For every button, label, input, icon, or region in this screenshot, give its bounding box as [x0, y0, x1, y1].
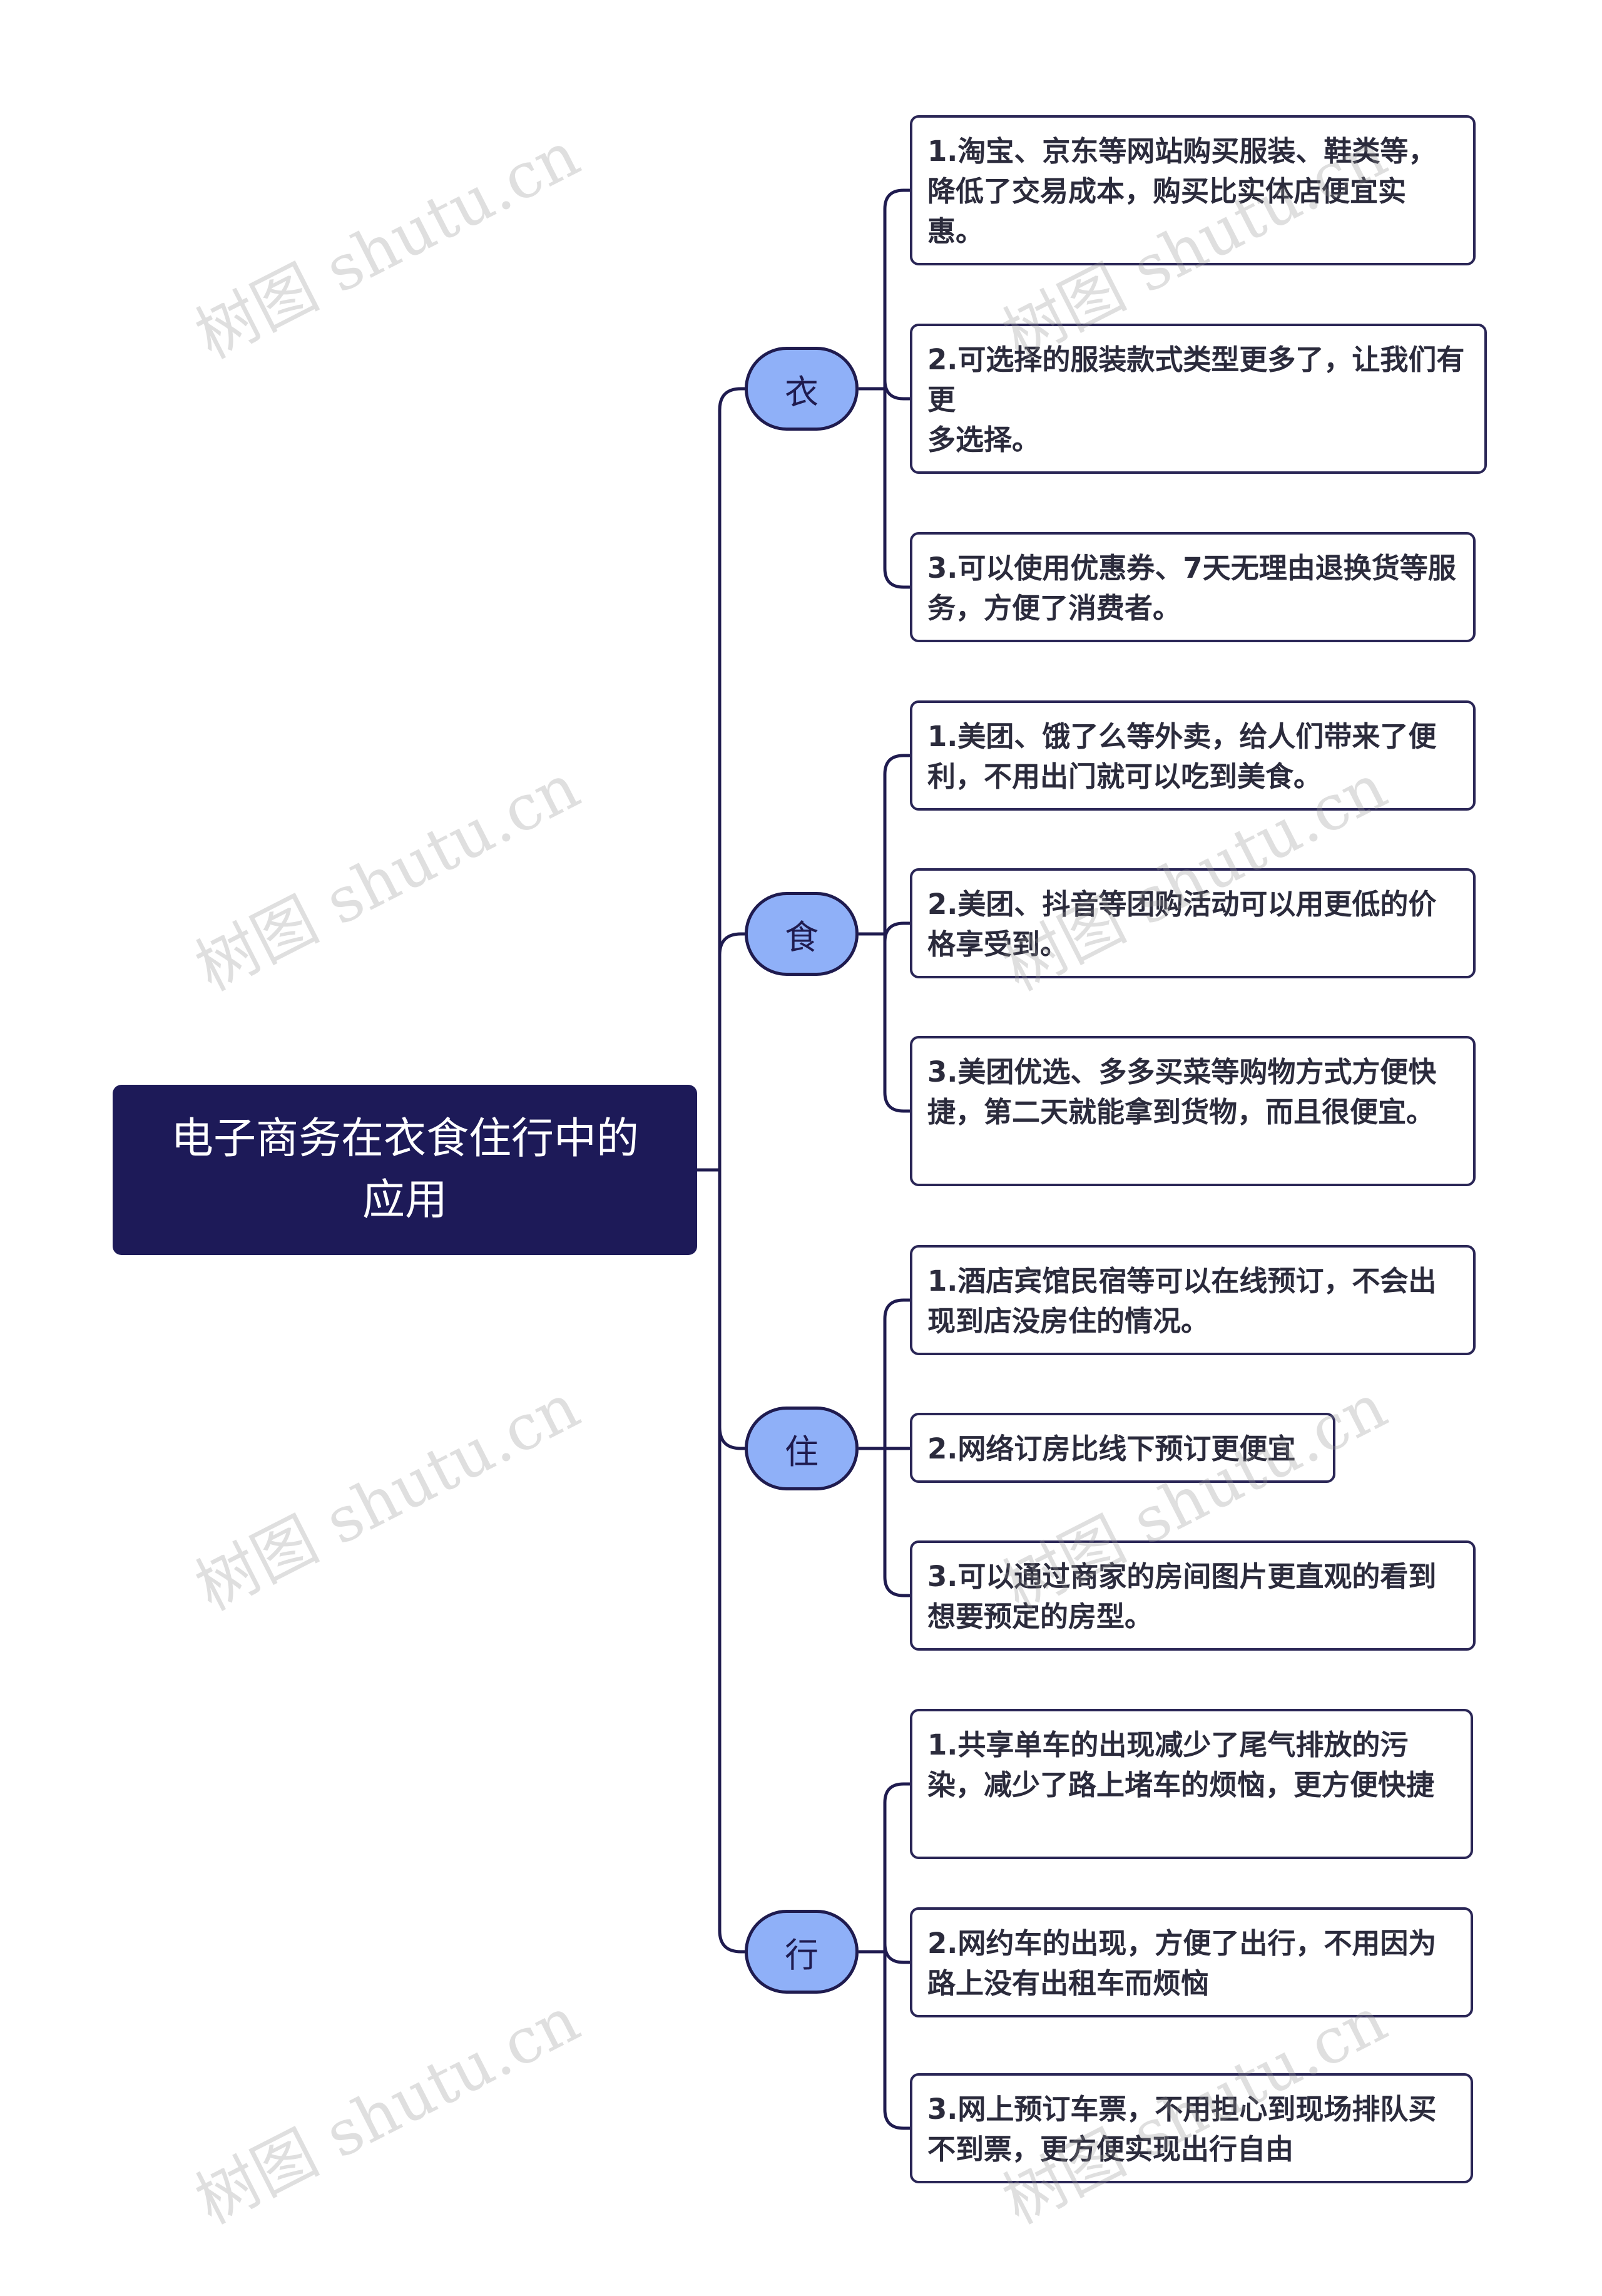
branch-label: 食 [785, 917, 819, 957]
branch-node-clothing[interactable]: 衣 [745, 347, 859, 431]
leaf-node[interactable]: 3.美团优选、多多买菜等购物方式方便快捷，第二天就能拿到货物，而且很便宜。 [910, 1036, 1476, 1186]
branch-to-leaf-connector [859, 379, 910, 401]
leaf-node[interactable]: 2.可选择的服装款式类型更多了，让我们有更 多选择。 [910, 324, 1487, 474]
branch-label: 衣 [785, 372, 819, 412]
leaf-node[interactable]: 1.酒店宾馆民宿等可以在线预订，不会出现到店没房住的情况。 [910, 1245, 1476, 1355]
branch-label: 住 [785, 1432, 819, 1472]
branch-node-housing[interactable]: 住 [745, 1407, 859, 1490]
branch-to-leaf-connector [859, 387, 910, 589]
root-title: 电子商务在衣食住行中的 应用 [170, 1114, 639, 1225]
leaf-node[interactable]: 3.可以通过商家的房间图片更直观的看到想要预定的房型。 [910, 1540, 1476, 1651]
root-to-branch-connector [697, 387, 745, 1172]
branch-to-leaf-connector [859, 1447, 910, 1597]
root-to-branch-connector [697, 932, 745, 1172]
branch-to-leaf-connector [859, 1943, 910, 1964]
branch-node-food[interactable]: 食 [745, 892, 859, 976]
root-to-branch-connector [697, 1168, 745, 1954]
leaf-node[interactable]: 1.淘宝、京东等网站购买服装、鞋类等，降低了交易成本，购买比实体店便宜实惠。 [910, 115, 1476, 265]
leaf-node[interactable]: 1.共享单车的出现减少了尾气排放的污染，减少了路上堵车的烦恼，更方便快捷 [910, 1709, 1473, 1859]
leaf-node[interactable]: 2.网约车的出现，方便了出行，不用因为路上没有出租车而烦恼 [910, 1907, 1473, 2017]
leaf-node[interactable]: 2.网络订房比线下预订更便宜 [910, 1413, 1335, 1483]
branch-to-leaf-connector [859, 1782, 910, 1954]
branch-to-leaf-connector [859, 1298, 910, 1450]
branch-to-leaf-connector [859, 932, 910, 1113]
root-node[interactable]: 电子商务在衣食住行中的 应用 [113, 1085, 697, 1255]
branch-to-leaf-connector [859, 1950, 910, 2130]
leaf-node[interactable]: 1.美团、饿了么等外卖，给人们带来了便利，不用出门就可以吃到美食。 [910, 700, 1476, 811]
branch-node-travel[interactable]: 行 [745, 1910, 859, 1994]
branch-to-leaf-connector [859, 754, 910, 936]
branch-label: 行 [785, 1935, 819, 1975]
leaf-node[interactable]: 3.网上预订车票，不用担心到现场排队买不到票，更方便实现出行自由 [910, 2073, 1473, 2183]
leaf-node[interactable]: 2.美团、抖音等团购活动可以用更低的价格享受到。 [910, 868, 1476, 978]
leaf-node[interactable]: 3.可以使用优惠券、7天无理由退换货等服务，方便了消费者。 [910, 532, 1476, 642]
branch-to-leaf-connector [859, 188, 910, 391]
